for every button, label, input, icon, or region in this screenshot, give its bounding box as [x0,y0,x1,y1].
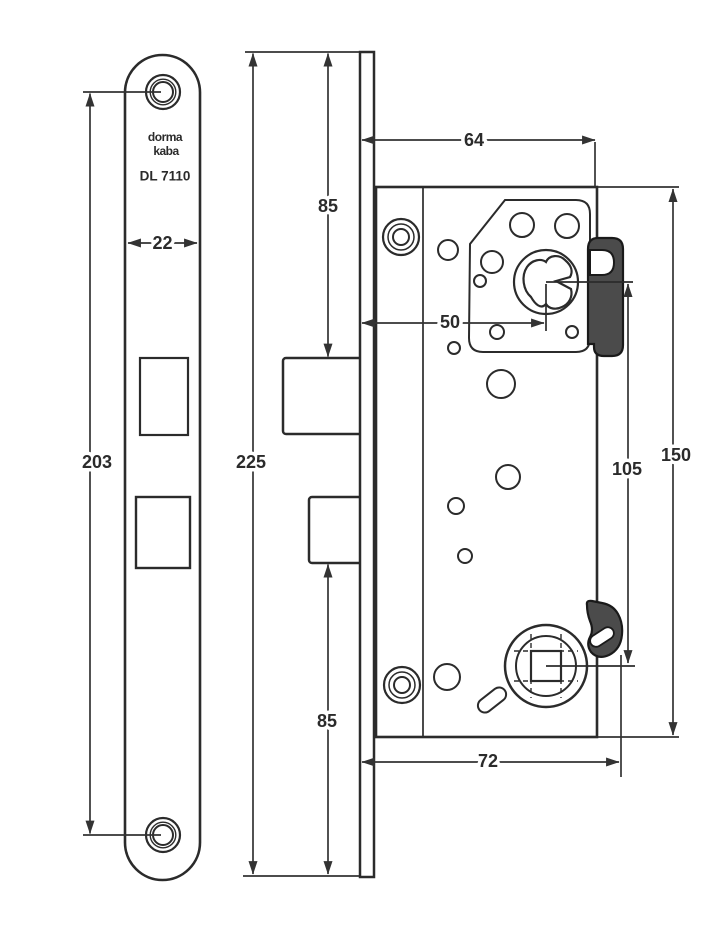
hole [473,274,487,288]
hole [495,464,521,490]
hole [447,341,461,355]
dimension-case-height: 150 [598,186,695,738]
dimension-top-to-latch: 85 [314,52,342,358]
post-ring [388,671,416,699]
dimension-value: 85 [318,196,338,216]
hole [447,497,465,515]
faceplate-latch-cutout [138,356,190,437]
dimension-value: 22 [152,233,172,253]
post-ring [382,665,422,705]
oval-slot-outline [476,686,508,714]
hole [486,369,516,399]
snib-slot [589,626,615,648]
hole [480,250,504,274]
hole [433,663,461,691]
dimension-value: 85 [317,711,337,731]
hole [457,548,473,564]
dimension-screw-hole-spacing: 203 [78,91,161,836]
faceplate-edge [358,50,376,879]
hole [509,212,535,238]
dimension-value: 64 [464,130,484,150]
dimension-total-depth: 72 [361,655,622,777]
lock-side-view [281,50,635,879]
dimension-value: 225 [236,452,266,472]
dimension-value: 50 [440,312,460,332]
dimension-value: 72 [478,751,498,771]
case-screw-post-bottom [382,665,422,705]
dimension-bolt-to-bottom: 85 [313,563,341,875]
faceplate-outline [123,53,202,882]
brand-logo-line1: dorma [148,130,183,144]
dimension-value: 150 [661,445,691,465]
hole [437,239,459,261]
brand-logo-line2: kaba [153,144,179,158]
model-label: DL 7110 [140,169,191,184]
oval-slot [476,686,508,714]
post-ring [393,676,411,694]
latch-bolt-notch [589,249,616,276]
dimension-value: 203 [82,452,112,472]
dimension-backset: 50 [361,309,545,336]
latch-bolt-protrusion [281,356,364,436]
latch-bolt-dark [586,236,625,358]
faceplate-front-view: dorma kaba DL 7110 [123,53,202,882]
hole [565,325,579,339]
dimension-faceplate-width: 22 [127,230,198,257]
dimension-centre-distance: 105 [608,283,646,664]
snib-trigger [585,599,624,659]
deadbolt-protrusion [307,495,364,565]
hole [554,213,580,239]
case-screw-post-top [381,217,421,257]
dimension-case-depth: 64 [361,127,596,186]
dimension-faceplate-length: 225 [232,51,359,877]
post-ring [387,223,415,251]
faceplate-deadbolt-cutout [134,495,192,570]
post-ring [392,228,410,246]
post-ring [381,217,421,257]
dimension-value: 105 [612,459,642,479]
